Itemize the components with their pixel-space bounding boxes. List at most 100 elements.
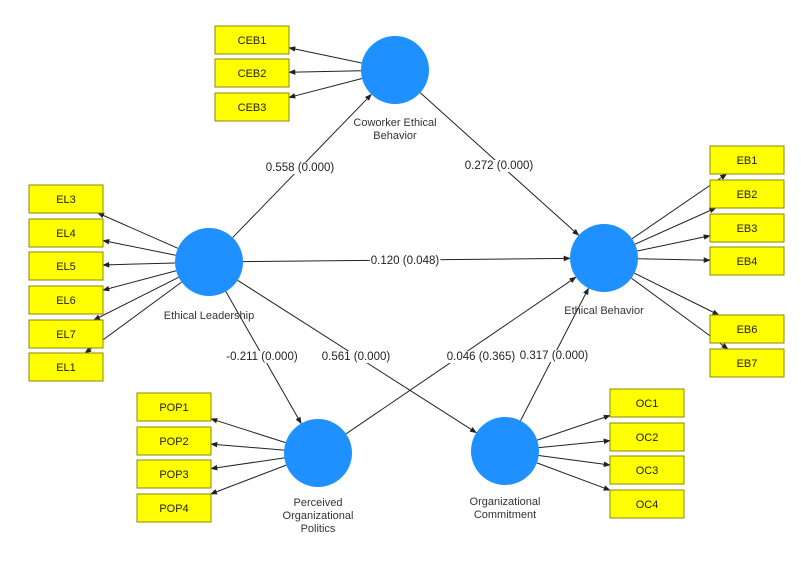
indicator-label: EB3 <box>737 223 758 235</box>
loading-arrow-oc1 <box>537 414 611 441</box>
path-labels-layer: 0.558 (0.000)0.272 (0.000)0.120 (0.048)-… <box>225 160 590 364</box>
indicator-box <box>28 352 104 382</box>
indicator-label: EL6 <box>56 295 76 307</box>
loading-arrow-eb2 <box>634 207 717 245</box>
latent-circle <box>175 228 243 296</box>
indicator-box <box>709 213 785 243</box>
loading-arrow-ceb2 <box>288 69 362 75</box>
loading-arrow-eb3 <box>637 234 711 252</box>
indicator-eb2: EB2 <box>709 179 785 209</box>
indicator-oc1: OC1 <box>609 388 685 418</box>
indicator-label: POP1 <box>159 402 188 414</box>
indicator-el7: EL7 <box>28 319 104 349</box>
latent-label-line: Behavior <box>373 130 417 142</box>
loading-arrow-pop1 <box>210 418 286 444</box>
indicator-label: OC2 <box>636 432 659 444</box>
indicator-label: EB4 <box>737 256 758 268</box>
indicator-box <box>214 25 290 55</box>
indicator-el4: EL4 <box>28 218 104 248</box>
indicator-eb4: EB4 <box>709 246 785 276</box>
indicator-box <box>136 459 212 489</box>
latent-label-line: Perceived <box>294 497 343 509</box>
indicator-el6: EL6 <box>28 285 104 315</box>
indicator-box <box>609 489 685 519</box>
indicator-label: POP4 <box>159 503 188 515</box>
loading-arrow-oc4 <box>536 462 611 491</box>
indicator-box <box>709 145 785 175</box>
indicator-box <box>28 184 104 214</box>
path-coefficient-label: 0.558 (0.000) <box>266 162 335 174</box>
loading-arrow-pop3 <box>210 457 285 471</box>
loading-arrow-el5 <box>102 261 176 268</box>
indicator-pop3: POP3 <box>136 459 212 489</box>
indicator-ceb3: CEB3 <box>214 92 290 122</box>
indicator-eb1: EB1 <box>709 145 785 175</box>
indicator-label: CEB1 <box>238 35 267 47</box>
indicator-eb3: EB3 <box>709 213 785 243</box>
loading-arrow-oc3 <box>538 455 611 467</box>
indicator-box <box>28 218 104 248</box>
indicator-box <box>28 285 104 315</box>
loading-arrow-el6 <box>102 270 177 292</box>
loading-arrow-el4 <box>102 239 176 256</box>
indicator-el5: EL5 <box>28 251 104 281</box>
path-coefficient-label: 0.120 (0.048) <box>371 255 440 267</box>
loading-arrow-el3 <box>97 212 179 249</box>
loading-arrow-eb6 <box>634 272 720 316</box>
indicator-pop2: POP2 <box>136 426 212 456</box>
latent-label-line: Organizational <box>470 496 541 508</box>
indicator-box <box>214 58 290 88</box>
indicator-box <box>214 92 290 122</box>
indicator-label: OC1 <box>636 398 659 410</box>
loading-arrow-pop4 <box>210 464 287 495</box>
indicator-label: POP2 <box>159 436 188 448</box>
latent-label-line: Coworker Ethical <box>353 117 436 129</box>
indicator-label: EL3 <box>56 194 76 206</box>
loading-arrow-el7 <box>93 276 179 321</box>
indicator-el3: EL3 <box>28 184 104 214</box>
indicator-box <box>609 388 685 418</box>
indicator-eb6: EB6 <box>709 314 785 344</box>
latent-circle <box>570 224 638 292</box>
indicator-ceb1: CEB1 <box>214 25 290 55</box>
indicator-box <box>709 246 785 276</box>
loading-arrow-pop2 <box>210 441 285 451</box>
path-label-background <box>463 160 535 173</box>
indicator-label: POP3 <box>159 469 188 481</box>
latent-construct-el: Ethical Leadership <box>164 228 255 322</box>
loading-arrow-ceb3 <box>288 78 363 99</box>
indicator-label: EB2 <box>737 189 758 201</box>
path-coefficient-label: -0.211 (0.000) <box>226 351 298 363</box>
indicator-box <box>609 455 685 485</box>
indicator-label: CEB3 <box>238 102 267 114</box>
latent-circle <box>361 36 429 104</box>
indicator-label: EL4 <box>56 228 76 240</box>
indicator-box <box>28 319 104 349</box>
loading-arrow-ceb1 <box>288 46 362 64</box>
indicator-label: EL7 <box>56 329 76 341</box>
indicator-el1: EL1 <box>28 352 104 382</box>
loading-arrow-eb4 <box>637 257 711 263</box>
indicator-pop4: POP4 <box>136 493 212 523</box>
loading-arrow-oc2 <box>538 438 611 449</box>
indicator-box <box>136 392 212 422</box>
indicator-box <box>136 493 212 523</box>
indicator-label: EB7 <box>737 358 758 370</box>
indicator-ceb2: CEB2 <box>214 58 290 88</box>
latent-label-line: Organizational <box>283 510 354 522</box>
latent-label-line: Ethical Leadership <box>164 310 255 322</box>
indicator-oc3: OC3 <box>609 455 685 485</box>
latent-circle <box>284 419 352 487</box>
path-coefficient-label: 0.317 (0.000) <box>520 350 589 362</box>
path-label-background <box>225 351 299 364</box>
indicator-box <box>709 348 785 378</box>
indicator-eb7: EB7 <box>709 348 785 378</box>
indicator-box <box>28 251 104 281</box>
path-label-background <box>445 351 517 364</box>
latent-label-line: Ethical Behavior <box>564 305 644 317</box>
